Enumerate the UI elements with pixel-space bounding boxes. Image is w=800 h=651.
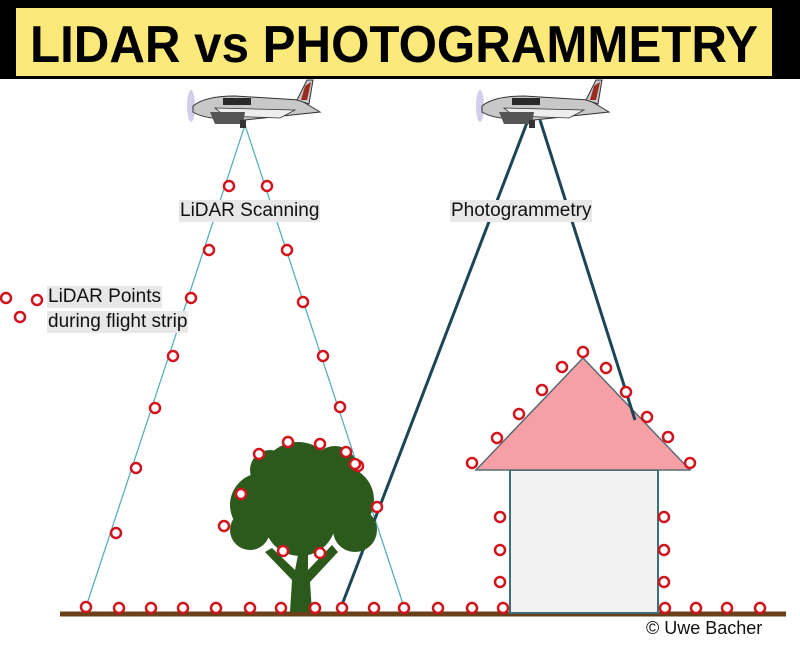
lidar-point: [313, 437, 327, 451]
lidar-point: [348, 457, 362, 471]
lidar-point: [397, 601, 411, 615]
lidar-point: [720, 601, 734, 615]
lidar-point: [576, 345, 590, 359]
lidar-point: [109, 526, 123, 540]
lidar-point: [658, 601, 672, 615]
credit: © Uwe Bacher: [646, 618, 763, 638]
lidar-point: [313, 546, 327, 560]
lidar-point: [335, 601, 349, 615]
lidar-point: [683, 456, 697, 470]
lidar-point: [296, 295, 310, 309]
lidar-point: [657, 510, 671, 524]
legend-line-1: LiDAR Points: [47, 286, 162, 308]
photo-ray-right: [538, 119, 637, 421]
house-roof: [474, 356, 692, 471]
lidar-point: [276, 544, 290, 558]
lidar-point: [129, 461, 143, 475]
lidar-point: [367, 601, 381, 615]
lidar-point: [619, 385, 633, 399]
lidar-point: [493, 543, 507, 557]
lidar-point: [30, 293, 44, 307]
lidar-point: [217, 519, 231, 533]
title: LIDAR vs PHOTOGRAMMETRY: [30, 16, 758, 74]
airplane-lidar: [187, 79, 322, 128]
lidar-point: [274, 601, 288, 615]
lidar-point: [555, 360, 569, 374]
legend-line-2: during flight strip: [47, 311, 189, 333]
lidar-point: [465, 601, 479, 615]
lidar-point: [79, 600, 93, 614]
lidar-point: [184, 291, 198, 305]
lidar-point: [222, 179, 236, 193]
lidar-point: [13, 310, 27, 324]
lidar-point: [339, 445, 353, 459]
lidar-points: [0, 179, 767, 615]
lidar-point: [535, 383, 549, 397]
lidar-point: [308, 601, 322, 615]
house-wall: [509, 469, 659, 614]
label-lidar-scanning: LiDAR Scanning: [179, 200, 321, 222]
lidar-point: [370, 500, 384, 514]
lidar-point: [465, 456, 479, 470]
lidar-point: [640, 410, 654, 424]
lidar-point: [176, 601, 190, 615]
tree: [230, 442, 377, 612]
label-photogrammetry: Photogrammetry: [450, 200, 593, 222]
lidar-point: [252, 447, 266, 461]
lidar-point: [280, 243, 294, 257]
lidar-point: [333, 400, 347, 414]
lidar-point: [657, 543, 671, 557]
lidar-point: [260, 179, 274, 193]
lidar-point: [243, 601, 257, 615]
lidar-point: [0, 291, 13, 305]
title-box: [16, 8, 772, 76]
lidar-beam-left: [84, 124, 246, 611]
lidar-point: [599, 361, 613, 375]
airplane-photogrammetry: [476, 79, 611, 128]
lidar-point: [493, 510, 507, 524]
lidar-point: [753, 601, 767, 615]
lidar-point: [496, 601, 510, 615]
lidar-point: [657, 575, 671, 589]
lidar-point: [209, 601, 223, 615]
lidar-point: [166, 349, 180, 363]
lidar-point: [234, 487, 248, 501]
lidar-point: [144, 601, 158, 615]
lidar-point: [512, 407, 526, 421]
lidar-point: [202, 243, 216, 257]
lidar-point: [431, 601, 445, 615]
lidar-point: [281, 435, 295, 449]
lidar-point: [689, 601, 703, 615]
lidar-point: [148, 401, 162, 415]
lidar-point: [490, 431, 504, 445]
lidar-point: [661, 430, 675, 444]
lidar-point: [316, 349, 330, 363]
lidar-point: [493, 575, 507, 589]
lidar-point: [112, 601, 126, 615]
